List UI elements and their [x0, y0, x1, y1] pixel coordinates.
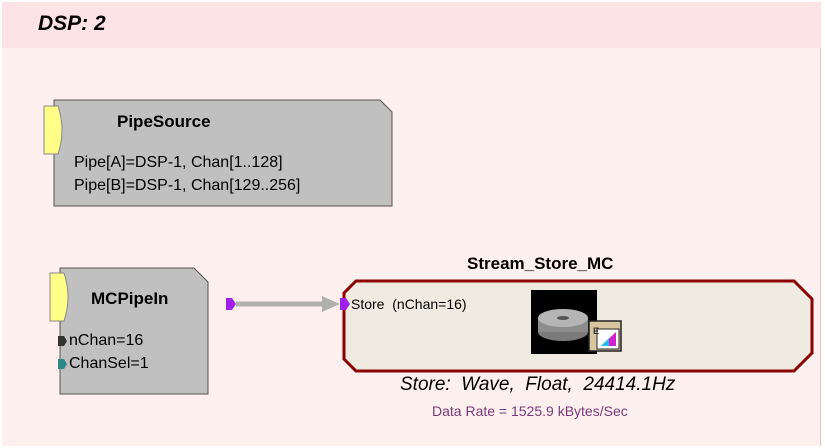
connector-line[interactable]	[236, 296, 340, 312]
svg-text:E: E	[593, 326, 599, 336]
mc-pipe-in-param-nchan: nChan=16	[69, 332, 144, 349]
store-input-port[interactable]	[340, 298, 350, 310]
dsp-title: DSP: 2	[38, 12, 106, 35]
store-format-label: Store: Wave, Float, 24414.1Hz	[400, 374, 676, 395]
mc-pipe-in-param-chansel: ChanSel=1	[69, 355, 149, 372]
nchan-port[interactable]	[58, 336, 67, 346]
mc-pipe-in-output-port[interactable]	[226, 298, 236, 310]
mc-pipe-in-input-port[interactable]	[49, 272, 69, 322]
pipe-source-line1: Pipe[A]=DSP-1, Chan[1..128]	[74, 154, 283, 171]
pipe-source-line2: Pipe[B]=DSP-1, Chan[129..256]	[74, 177, 301, 194]
hard-drive-icon	[531, 290, 597, 354]
pipe-source-block[interactable]	[43, 99, 393, 207]
chansel-port[interactable]	[58, 359, 67, 369]
export-icon: E	[588, 320, 622, 352]
store-port-label: Store (nChan=16)	[351, 296, 467, 312]
mc-pipe-in-title: MCPipeIn	[91, 289, 169, 308]
pipe-source-input-port[interactable]	[43, 105, 63, 155]
dsp-header: DSP: 2	[2, 2, 821, 48]
stream-store-title: Stream_Store_MC	[467, 254, 614, 273]
pipe-source-title: PipeSource	[117, 112, 211, 131]
data-rate-label: Data Rate = 1525.9 kBytes/Sec	[432, 403, 628, 419]
mc-pipe-in-block[interactable]	[49, 267, 236, 395]
